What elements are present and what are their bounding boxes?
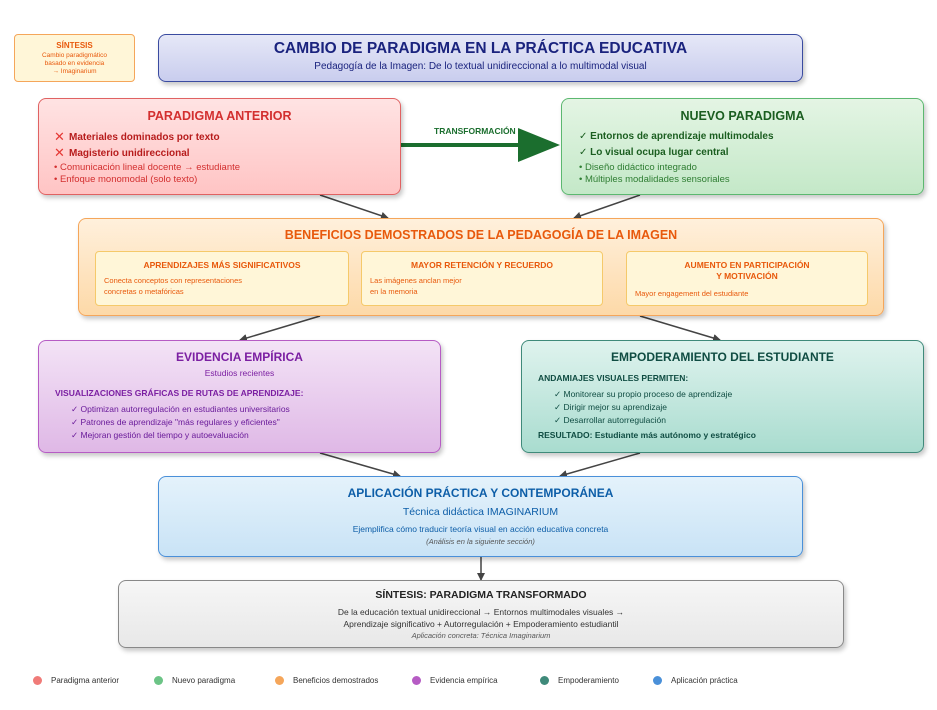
evidence-heading: VISUALIZACIONES GRÁFICAS DE RUTAS DE APR… bbox=[55, 388, 304, 398]
empowerment-item: ✓ Dirigir mejor su aprendizaje bbox=[554, 402, 667, 412]
application-box: APLICACIÓN PRÁCTICA Y CONTEMPORÁNEA Técn… bbox=[158, 476, 803, 557]
empowerment-item: ✓ Monitorear su propio proceso de aprend… bbox=[554, 389, 733, 399]
benefit-desc: concretas o metafóricas bbox=[104, 287, 184, 296]
application-note: (Análisis en la siguiente sección) bbox=[426, 537, 535, 546]
synthesis-line: De la educación textual unidireccional →… bbox=[337, 607, 625, 617]
page-title: CAMBIO DE PARADIGMA EN LA PRÁCTICA EDUCA… bbox=[273, 40, 688, 57]
legend-label: Nuevo paradigma bbox=[172, 675, 236, 685]
new-bullet: • Diseño didáctico integrado bbox=[579, 162, 697, 173]
evidence-item: ✓ Optimizan autorregulación en estudiant… bbox=[71, 404, 290, 414]
synthesis-box: SÍNTESIS: PARADIGMA TRANSFORMADO De la e… bbox=[118, 580, 844, 648]
evidence-subtitle: Estudios recientes bbox=[204, 368, 275, 378]
legend-label: Evidencia empírica bbox=[430, 675, 498, 685]
benefit-title-line2: Y MOTIVACIÓN bbox=[716, 271, 778, 281]
synthesis-line: Aplicación concreta: Técnica Imaginarium bbox=[411, 631, 551, 640]
legend-dot-icon bbox=[540, 675, 549, 685]
empowerment-box: EMPODERAMIENTO DEL ESTUDIANTE ANDAMIAJES… bbox=[521, 340, 924, 453]
legend-label: Aplicación práctica bbox=[671, 675, 738, 685]
legend-dot-icon bbox=[275, 675, 284, 685]
legend-dot-icon bbox=[412, 675, 421, 685]
empowerment-result: RESULTADO: Estudiante más autónomo y est… bbox=[538, 430, 756, 440]
legend-label: Beneficios demostrados bbox=[293, 675, 379, 685]
benefit-title: AUMENTO EN PARTICIPACIÓN bbox=[684, 260, 810, 270]
legend-item: Beneficios demostrados bbox=[275, 673, 378, 687]
new-paradigm-box: NUEVO PARADIGMA ✓ Entornos de aprendizaj… bbox=[561, 98, 924, 195]
empowerment-title: EMPODERAMIENTO DEL ESTUDIANTE bbox=[611, 350, 834, 364]
legend-item: Empoderamiento bbox=[540, 673, 619, 687]
arrow-benefits-to-empowerment bbox=[639, 315, 721, 342]
cross-icon: ✕ bbox=[54, 129, 65, 144]
note-line: basado en evidencia bbox=[44, 60, 105, 67]
legend-item: Evidencia empírica bbox=[412, 673, 498, 687]
benefit-desc: Las imágenes anclan mejor bbox=[370, 276, 462, 285]
note-title: SÍNTESIS bbox=[56, 41, 93, 50]
evidence-item: ✓ Patrones de aprendizaje "más regulares… bbox=[71, 417, 280, 427]
old-paradigm-title: PARADIGMA ANTERIOR bbox=[147, 109, 292, 123]
evidence-item: ✓ Mejoran gestión del tiempo y autoevalu… bbox=[71, 430, 249, 440]
arrow-benefits-to-evidence bbox=[239, 315, 321, 342]
old-item-text: Magisterio unidireccional bbox=[69, 147, 190, 159]
cross-icon: ✕ bbox=[54, 145, 65, 160]
evidence-title: EVIDENCIA EMPÍRICA bbox=[176, 350, 303, 364]
old-bullet: • Comunicación lineal docente → estudian… bbox=[54, 162, 241, 173]
transformation-label: TRANSFORMACIÓN bbox=[434, 126, 516, 136]
arrow-evidence-to-application bbox=[319, 452, 401, 478]
evidence-box: EVIDENCIA EMPÍRICA Estudios recientes VI… bbox=[38, 340, 441, 453]
benefit-desc: en la memoria bbox=[370, 287, 418, 296]
legend-dot-icon bbox=[653, 675, 662, 685]
arrow-empowerment-to-application bbox=[559, 452, 641, 478]
new-item: ✓ Entornos de aprendizaje multimodales bbox=[579, 131, 774, 142]
old-paradigm-box: PARADIGMA ANTERIOR ✕ Materiales dominado… bbox=[38, 98, 401, 195]
benefit-card: MAYOR RETENCIÓN Y RECUERDO Las imágenes … bbox=[361, 251, 603, 306]
benefit-title: APRENDIZAJES MÁS SIGNIFICATIVOS bbox=[143, 260, 301, 270]
old-bullet: • Enfoque monomodal (solo texto) bbox=[54, 174, 198, 185]
legend-item: Aplicación práctica bbox=[653, 673, 738, 687]
benefit-title: MAYOR RETENCIÓN Y RECUERDO bbox=[410, 260, 553, 270]
benefits-box: BENEFICIOS DEMOSTRADOS DE LA PEDAGOGÍA D… bbox=[78, 218, 884, 316]
benefit-desc: Conecta conceptos con representaciones bbox=[104, 276, 243, 285]
note-line: Cambio paradigmático bbox=[41, 52, 108, 59]
page-subtitle: Pedagogía de la Imagen: De lo textual un… bbox=[314, 61, 647, 72]
benefit-desc: Mayor engagement del estudiante bbox=[635, 289, 749, 298]
synthesis-title: SÍNTESIS: PARADIGMA TRANSFORMADO bbox=[375, 589, 587, 601]
benefit-card: APRENDIZAJES MÁS SIGNIFICATIVOS Conecta … bbox=[95, 251, 349, 306]
arrow-old-to-benefits bbox=[319, 194, 389, 220]
arrow-new-to-benefits bbox=[573, 194, 641, 220]
legend-dot-icon bbox=[154, 675, 163, 685]
benefits-title: BENEFICIOS DEMOSTRADOS DE LA PEDAGOGÍA D… bbox=[284, 228, 678, 242]
synthesis-line: Aprendizaje significativo + Autorregulac… bbox=[343, 619, 619, 629]
legend-item: Paradigma anterior bbox=[33, 673, 119, 687]
legend-item: Nuevo paradigma bbox=[154, 673, 235, 687]
new-item: ✓ Lo visual ocupa lugar central bbox=[579, 147, 729, 158]
old-item: ✕ Magisterio unidireccional bbox=[54, 145, 240, 161]
new-paradigm-title: NUEVO PARADIGMA bbox=[680, 109, 805, 123]
note-line: → Imaginarium bbox=[52, 68, 97, 75]
old-item-text: Materiales dominados por texto bbox=[69, 131, 220, 143]
benefit-card: AUMENTO EN PARTICIPACIÓN Y MOTIVACIÓN Ma… bbox=[626, 251, 868, 306]
transformation-arrow bbox=[401, 128, 560, 162]
legend-label: Empoderamiento bbox=[558, 675, 619, 685]
synthesis-note: SÍNTESIS Cambio paradigmático basado en … bbox=[14, 34, 135, 82]
application-desc: Ejemplifica cómo traducir teoría visual … bbox=[352, 524, 609, 534]
application-title: APLICACIÓN PRÁCTICA Y CONTEMPORÁNEA bbox=[347, 486, 614, 500]
old-item: ✕ Materiales dominados por texto bbox=[54, 129, 240, 145]
empowerment-item: ✓ Desarrollar autorregulación bbox=[554, 415, 667, 425]
empowerment-heading: ANDAMIAJES VISUALES PERMITEN: bbox=[538, 373, 689, 383]
legend-label: Paradigma anterior bbox=[51, 675, 120, 685]
application-technique: Técnica didáctica IMAGINARIUM bbox=[402, 506, 559, 518]
header-box: CAMBIO DE PARADIGMA EN LA PRÁCTICA EDUCA… bbox=[158, 34, 803, 82]
new-bullet: • Múltiples modalidades sensoriales bbox=[579, 174, 730, 185]
legend-dot-icon bbox=[33, 675, 42, 685]
